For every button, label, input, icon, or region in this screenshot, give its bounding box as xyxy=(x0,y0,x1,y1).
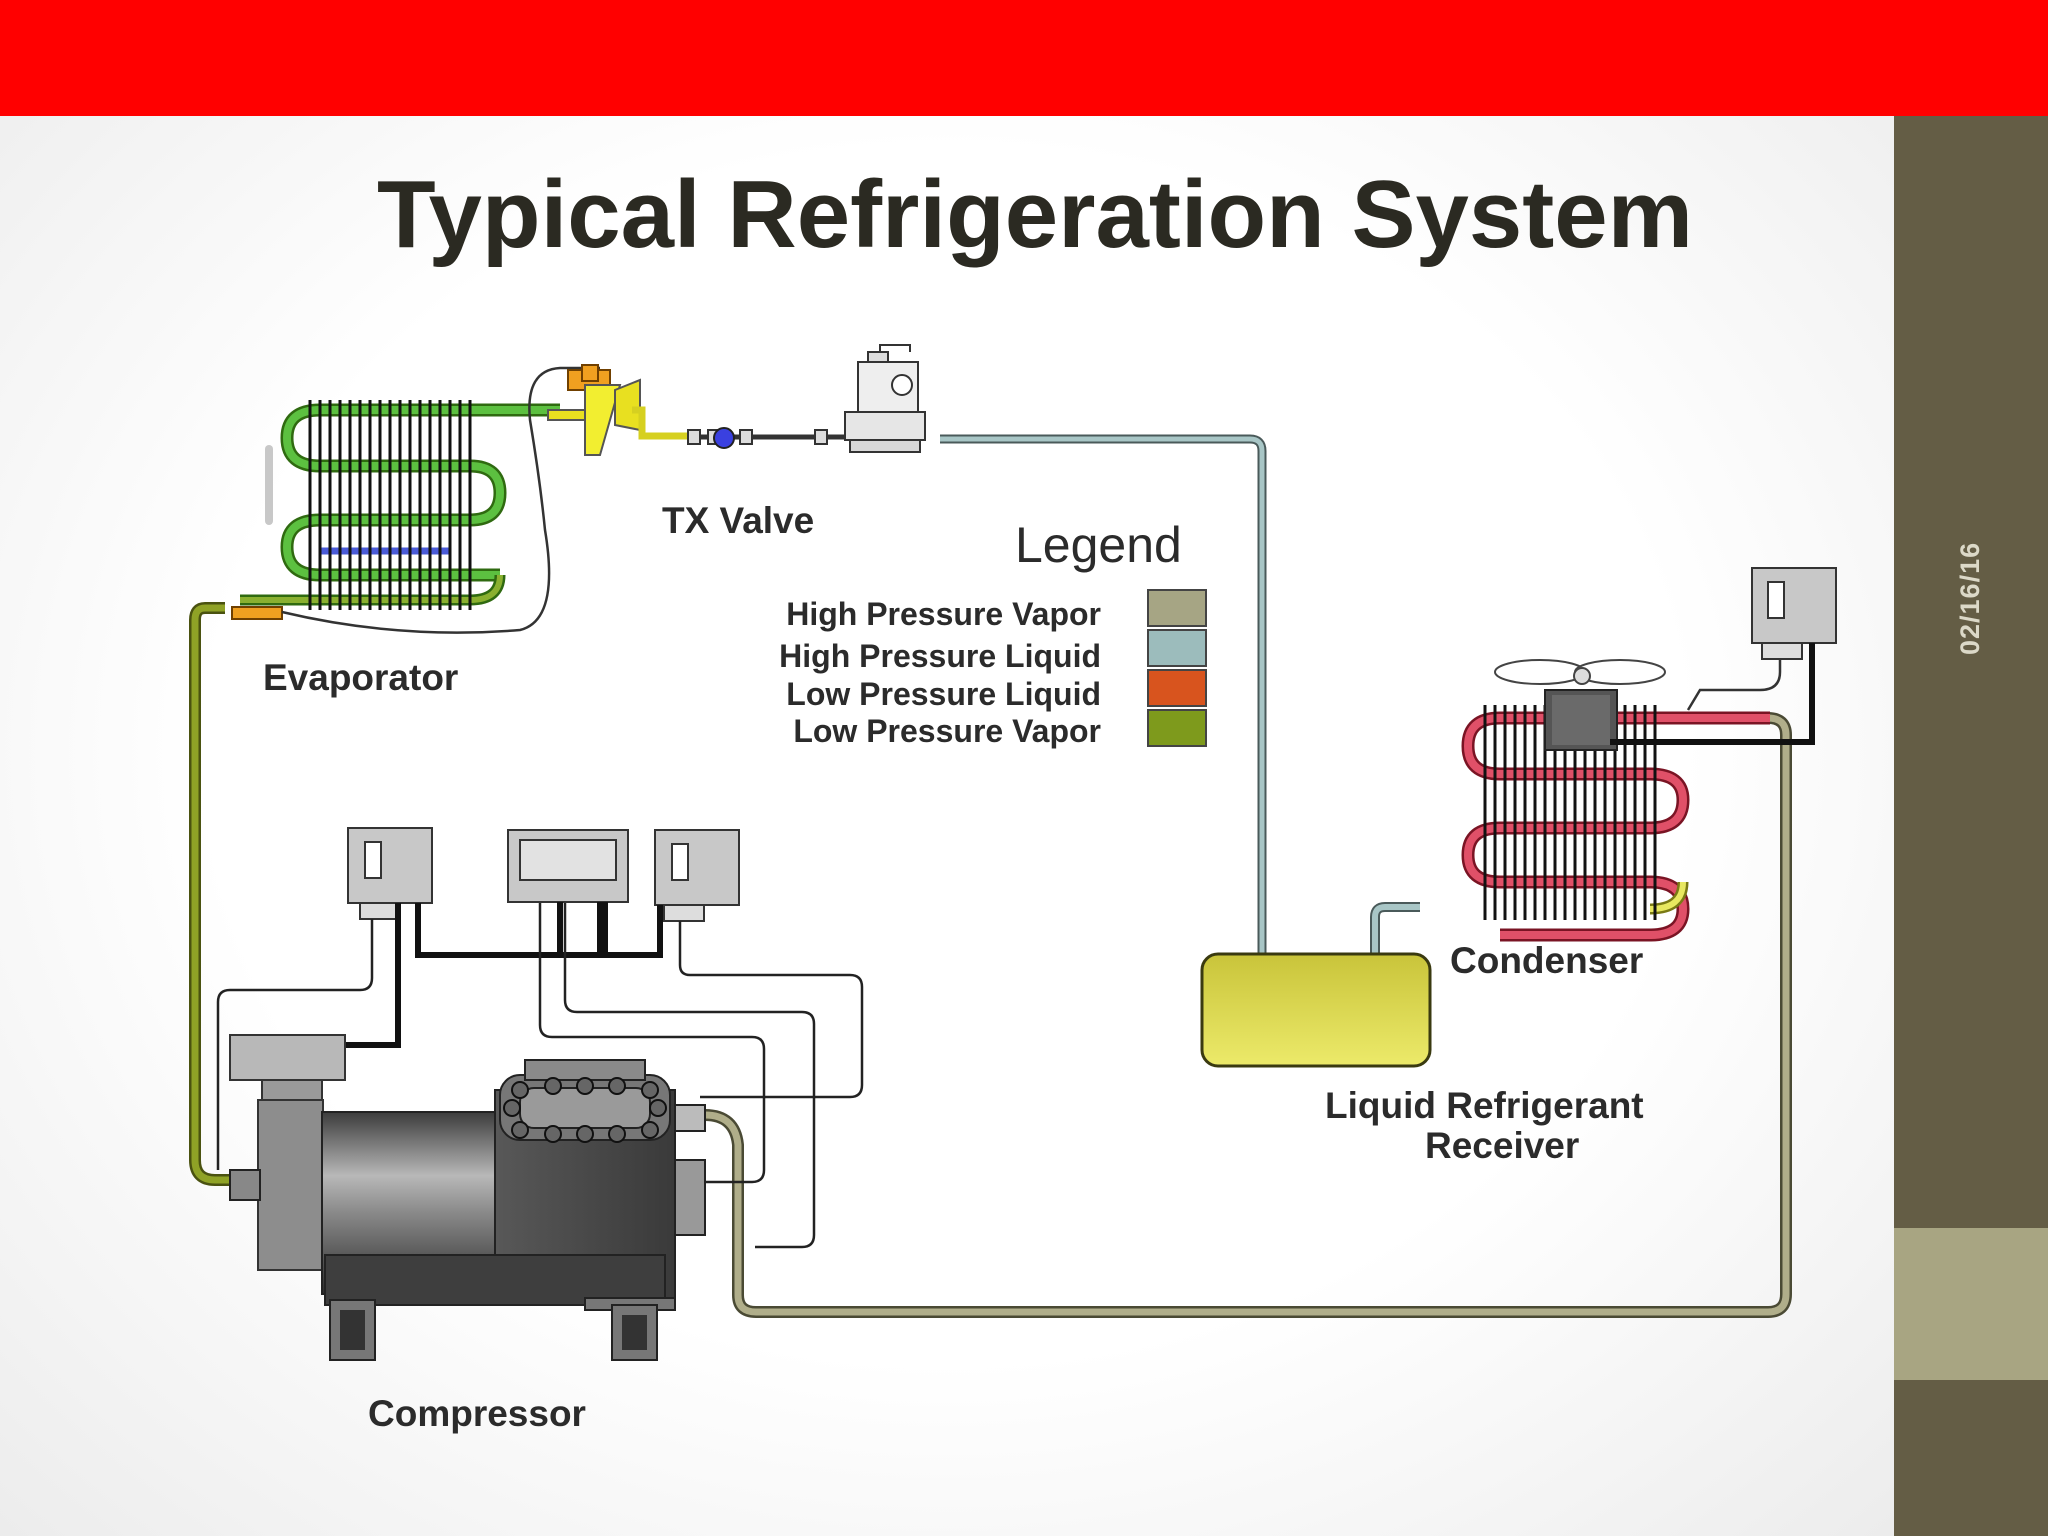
legend-swatch xyxy=(1147,669,1207,707)
tx-valve-icon xyxy=(547,364,690,456)
evaporator-fins xyxy=(308,400,472,610)
legend-swatch xyxy=(1147,709,1207,747)
liquid-receiver-tank xyxy=(1200,952,1432,1068)
condenser-label: Condenser xyxy=(1450,940,1644,981)
capillary-tube xyxy=(281,366,600,634)
compressor-controls xyxy=(347,827,740,922)
capillary-lines xyxy=(216,903,864,1249)
compressor-label: Compressor xyxy=(368,1393,586,1434)
low-pressure-vapor-line xyxy=(189,602,235,1186)
high-pressure-vapor-line xyxy=(704,712,1792,1318)
receiver-label-line2: Receiver xyxy=(1425,1125,1580,1166)
compressor-head-bolts xyxy=(503,1077,667,1143)
side-bar-accent xyxy=(1894,1228,2048,1380)
legend-swatch xyxy=(1147,629,1207,667)
legend-item-label: Low Pressure Liquid xyxy=(786,676,1101,712)
tx-valve-label: TX Valve xyxy=(662,500,815,541)
solenoid-valve-icon xyxy=(844,344,926,453)
evaporator-label: Evaporator xyxy=(263,657,459,698)
legend-title: Legend xyxy=(1015,517,1182,573)
legend-item-label: Low Pressure Vapor xyxy=(793,713,1101,749)
compressor-body xyxy=(229,1034,706,1361)
header-bar xyxy=(0,0,2048,116)
condenser-coil xyxy=(1461,711,1770,942)
receiver-label-line1: Liquid Refrigerant xyxy=(1325,1085,1644,1126)
legend-item-label: High Pressure Liquid xyxy=(779,638,1101,674)
slide-title: Typical Refrigeration System xyxy=(377,161,1693,268)
condenser-fan-icon xyxy=(1494,659,1666,751)
evaporator-fan-icon xyxy=(265,445,273,525)
control-wiring xyxy=(330,902,663,1048)
legend-item-label: High Pressure Vapor xyxy=(786,596,1101,632)
condenser-pressure-control-icon xyxy=(1610,567,1837,745)
legend-swatch xyxy=(1147,589,1207,627)
high-pressure-liquid-line xyxy=(940,434,1420,958)
sensing-bulb xyxy=(231,606,283,620)
